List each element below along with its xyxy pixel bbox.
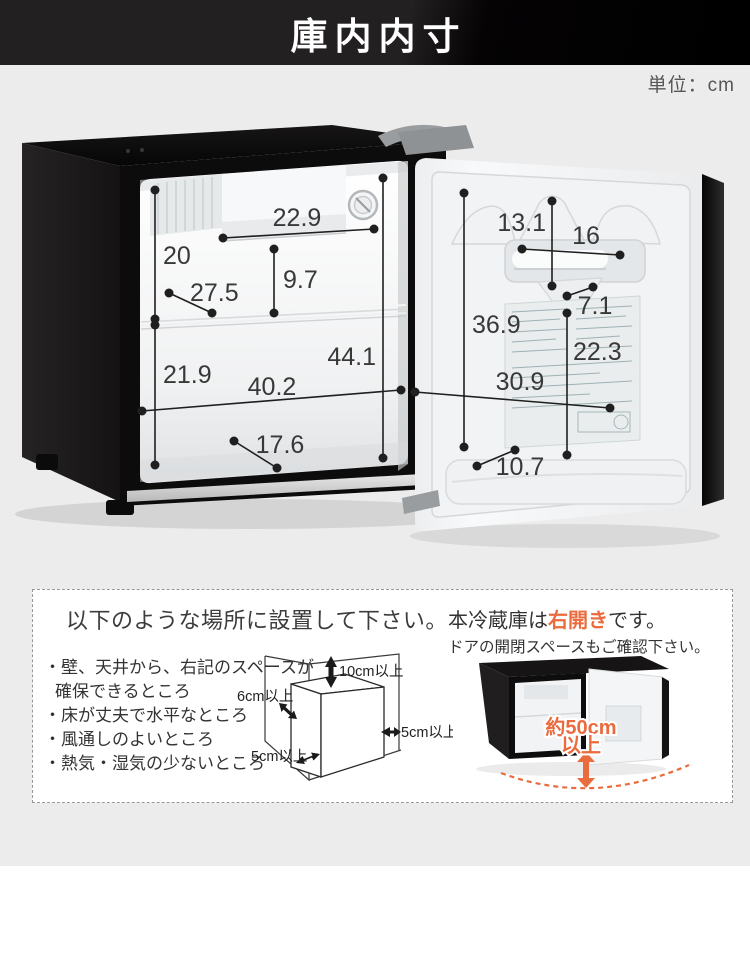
fridge-cabinet: [22, 125, 446, 515]
clearance-label-top: 10cm以上: [339, 663, 403, 680]
bottom-hinge-bracket: [402, 490, 440, 514]
dim-label-shelf-depth: 27.5: [190, 279, 239, 307]
freezer-tray: [222, 166, 346, 230]
clearance-label-right: 5cm以上: [401, 724, 453, 741]
installation-title: 以下のような場所に設置して下さい。: [66, 608, 448, 633]
dimension-lines-door: [414, 193, 621, 467]
dim-label-full-height: 44.1: [327, 343, 376, 371]
dim-label-recess-width: 16: [572, 222, 600, 250]
cabinet-left-side: [22, 143, 120, 502]
dim-label-lower-height: 21.9: [163, 361, 212, 389]
door-shoulder-right: [590, 205, 661, 245]
sticker-box: [577, 411, 631, 433]
cabinet-foot: [36, 454, 58, 470]
door-swing-arc: [500, 763, 690, 790]
unit-label: 単位：cm: [647, 75, 735, 96]
dim-label-freezer-clearance: 9.7: [283, 266, 318, 294]
swing-label-line2: 以上: [561, 734, 601, 757]
heading-highlight: 右開き: [548, 610, 608, 632]
mini-shadow: [476, 762, 666, 776]
heading-prefix: 本冷蔵庫は: [448, 610, 548, 632]
note-line: ・熱気・湿気の少ないところ: [44, 754, 265, 773]
note-line: ・床が丈夫で水平なところ: [44, 706, 248, 725]
handle-grip: [512, 250, 608, 268]
door-swing-diagram: 約50cm 以上: [476, 656, 690, 790]
dimension-dots-door: [410, 188, 625, 471]
clearance-label-left: 6cm以上: [237, 688, 293, 705]
freezer-tray-lip: [222, 214, 346, 240]
cabinet-top-face: [22, 125, 446, 166]
dim-label-upper-height: 20: [163, 242, 191, 270]
kick-plate: [127, 473, 439, 502]
installation-box: 以下のような場所に設置して下さい。 ・壁、天井から、右記のスペースが 確保できる…: [32, 589, 733, 803]
installation-notes: ・壁、天井から、右記のスペースが 確保できるところ ・床が丈夫で水平なところ ・…: [44, 656, 314, 776]
freezer-tray-shadow: [221, 232, 347, 242]
door-bottom-bin: [445, 459, 687, 505]
dim-label-recess-height: 13.1: [497, 209, 546, 237]
dim-label-full-width: 40.2: [248, 373, 297, 401]
dim-label-door-bottom-depth: 10.7: [496, 453, 545, 481]
page-title: 庫内内寸: [290, 16, 467, 58]
dim-label-door-inner-height: 36.9: [472, 311, 521, 339]
evaporator-panel: [150, 174, 222, 236]
vent-dot: [126, 149, 130, 153]
dimension-dots-cabinet: [137, 173, 406, 473]
cabinet-foot: [106, 500, 134, 515]
note-line: 確保できるところ: [55, 682, 191, 701]
door-bottom-line: [451, 473, 683, 483]
dim-label-floor-depth: 17.6: [256, 431, 305, 459]
clearance-arrows: [279, 656, 401, 764]
door-opening-subheading: ドアの開閉スペースもご確認下さい。: [448, 639, 710, 656]
dim-label-door-inner-width: 30.9: [496, 368, 545, 396]
dim-label-recess-depth: 7.1: [578, 292, 613, 320]
fridge-door: [402, 158, 724, 532]
header-banner: 庫内内寸: [0, 0, 750, 65]
door-outer-edge: [702, 174, 724, 506]
dial-pointer: [355, 197, 371, 213]
swing-arrow: [577, 752, 595, 788]
heading-suffix: です。: [608, 610, 666, 632]
clearance-label-bottom: 5cm以上: [251, 748, 307, 765]
dimension-lines-cabinet: [141, 178, 402, 469]
mini-fridge: [479, 656, 669, 766]
sticker-stamp: [613, 414, 629, 430]
door-shadow: [410, 524, 720, 548]
dim-label-freezer-width: 22.9: [273, 204, 322, 232]
door-opening-heading: 本冷蔵庫は右開きです。: [448, 604, 666, 633]
note-line: ・風通しのよいところ: [44, 730, 214, 749]
swing-label-line1: 約50cm: [545, 715, 616, 739]
interior-floor: [140, 442, 408, 482]
dim-label-sticker-height: 22.3: [573, 338, 622, 366]
clearance-diagram: 10cm以上 6cm以上 5cm以上 5cm以上: [237, 653, 453, 782]
note-line: ・壁、天井から、右記のスペースが: [44, 658, 314, 677]
vent-dot: [140, 148, 144, 152]
evaporator-ribs: [157, 177, 213, 234]
top-hinge-bracket: [398, 125, 474, 155]
fridge-dimension-diagram: 22.9 20 9.7 27.5 44.1 21.9 40.2 17.6 13.…: [15, 124, 724, 548]
